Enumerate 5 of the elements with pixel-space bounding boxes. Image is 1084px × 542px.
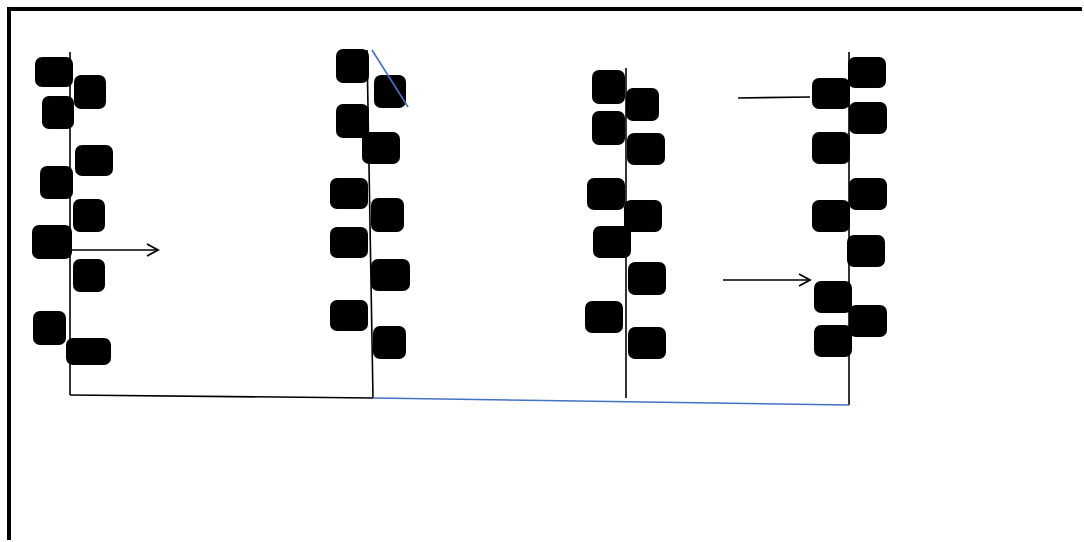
arrow: [69, 243, 159, 257]
arrow: [722, 273, 811, 287]
connector-line: [372, 397, 850, 406]
leader-line: [737, 96, 811, 99]
connector-line: [69, 394, 374, 399]
